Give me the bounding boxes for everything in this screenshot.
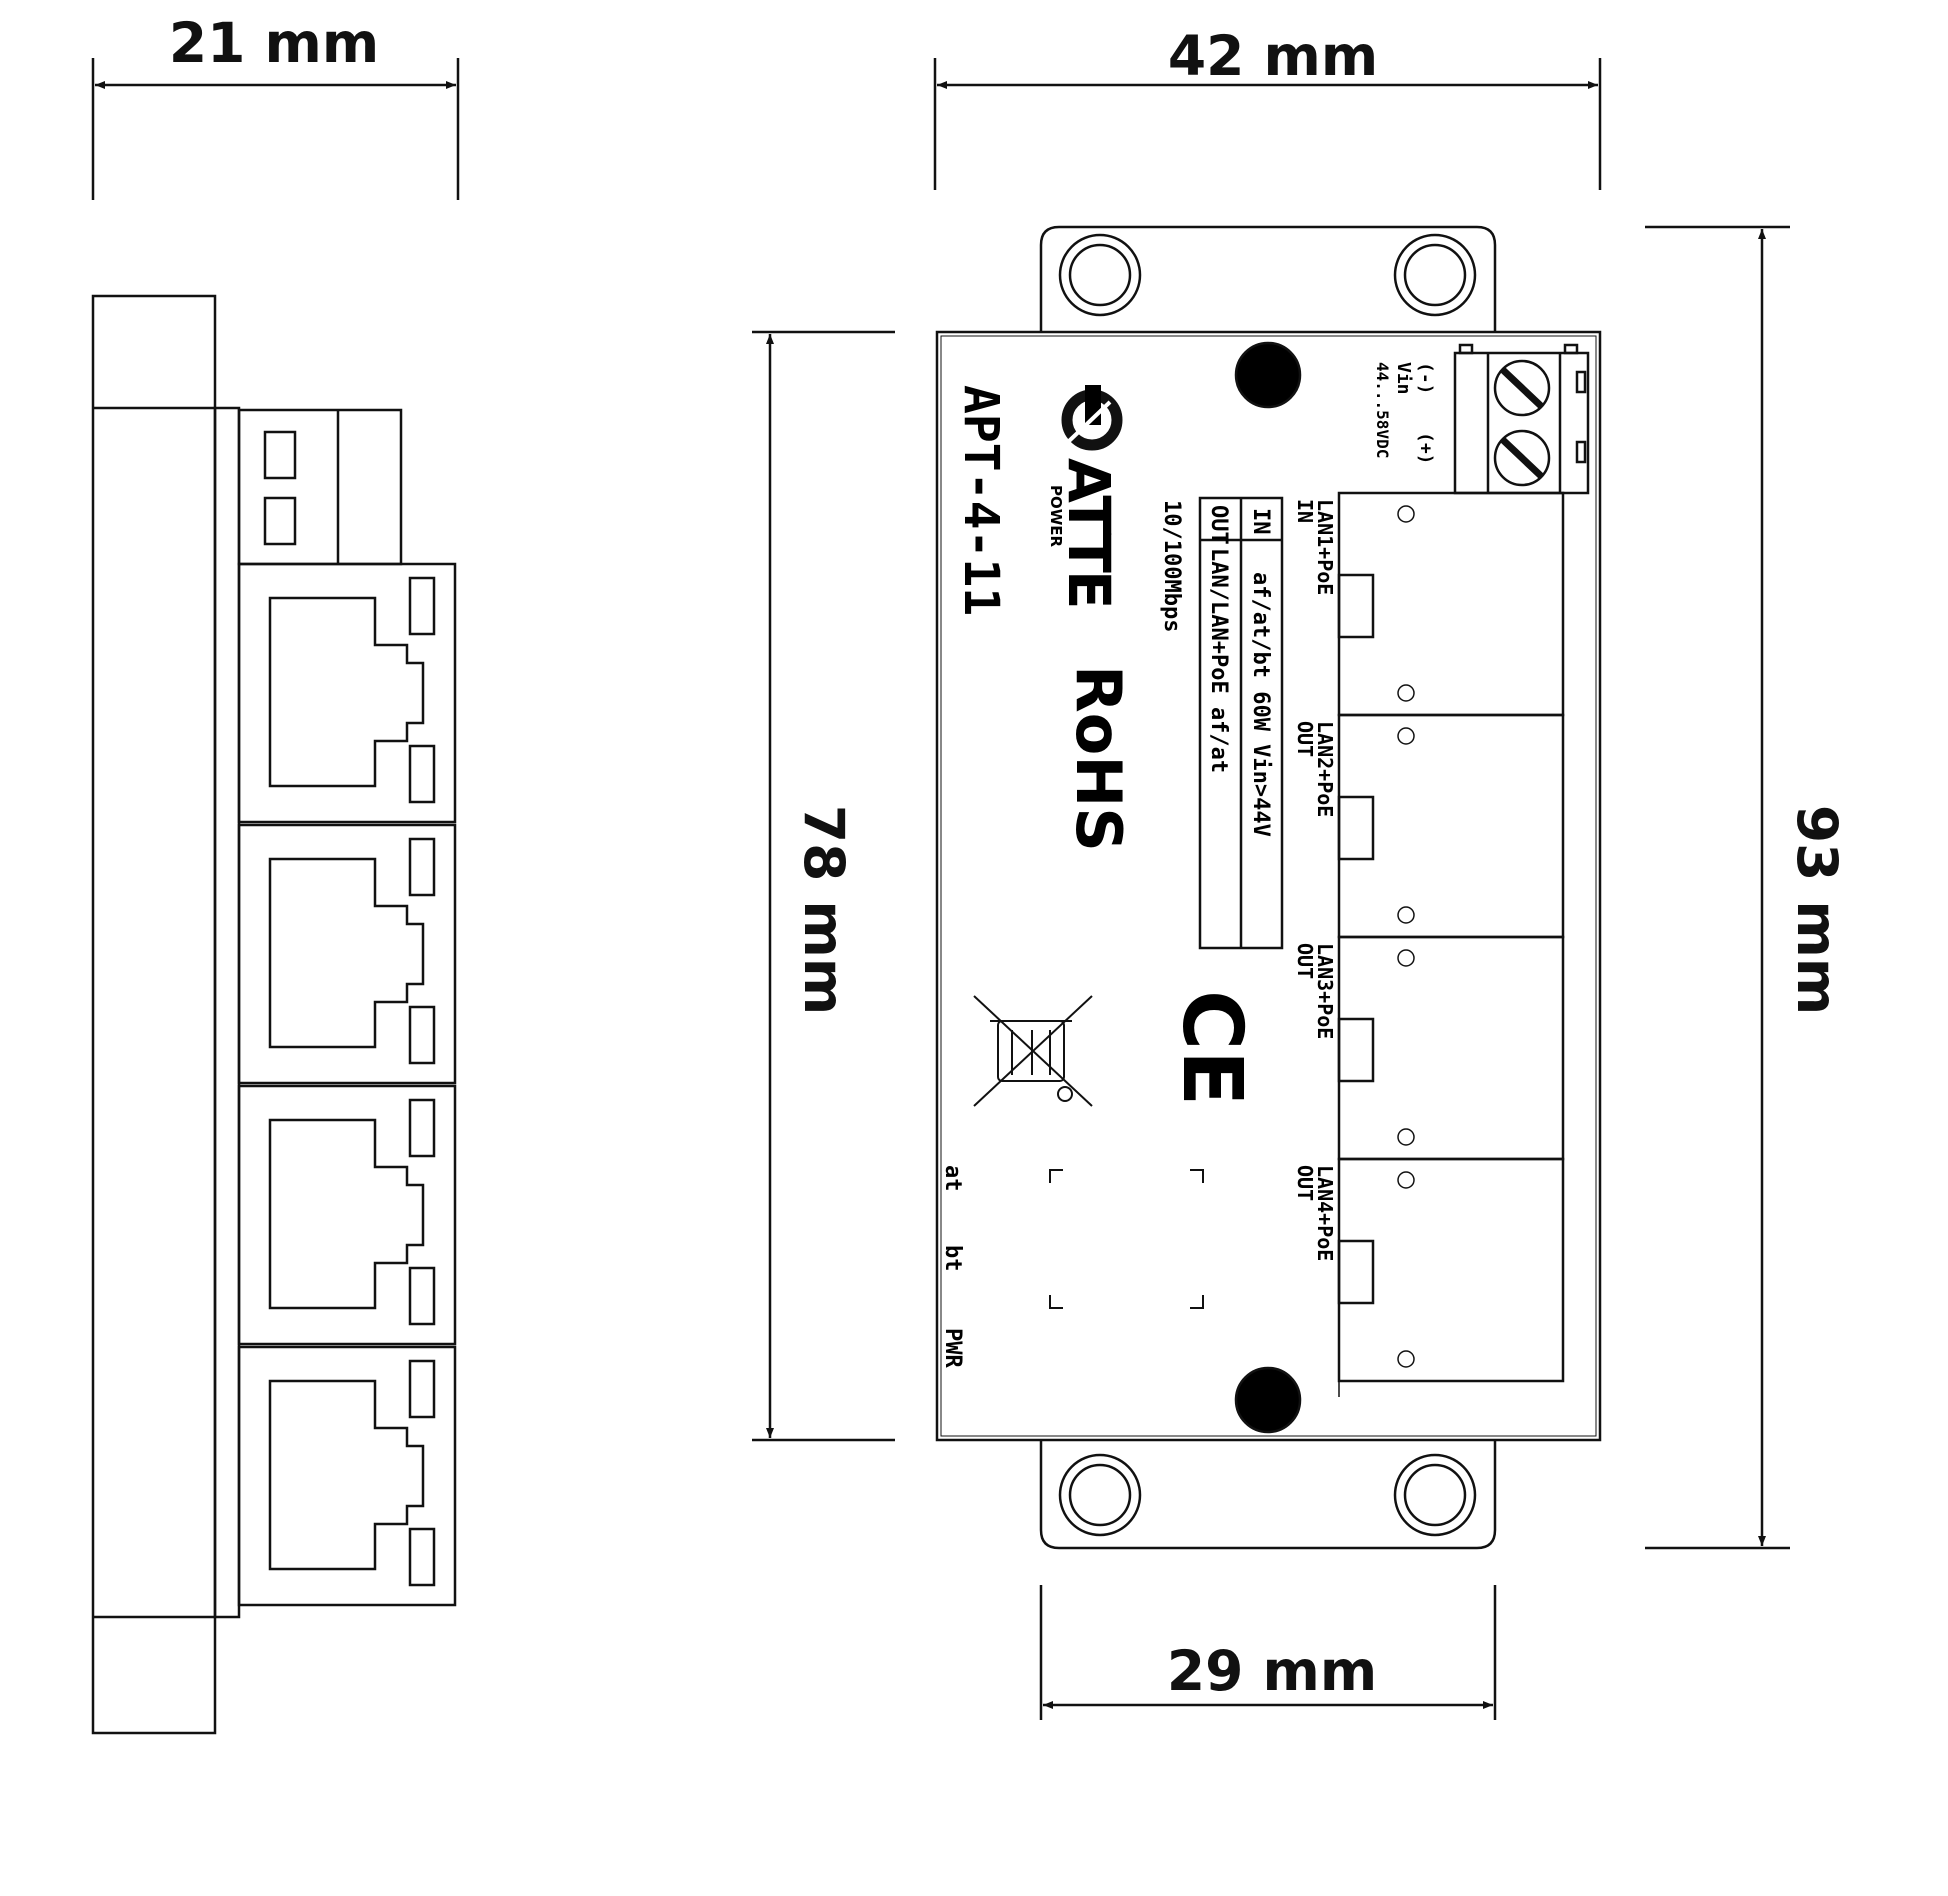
- side-depth-dimension: [91, 58, 460, 200]
- mount-screw-bottom: [1234, 1366, 1302, 1434]
- side-view: [91, 58, 460, 1735]
- mount-hole-top-right: [1393, 233, 1477, 317]
- port-name-4: LAN4+PoE: [1313, 1165, 1337, 1261]
- side-rj45-jacks: [237, 562, 457, 1607]
- spec-row-out-dir: OUT: [1206, 505, 1231, 545]
- port-labels: LAN1+PoEINLAN2+PoEOUTLAN3+PoEOUTLAN4+PoE…: [1293, 499, 1337, 1261]
- brand-logo-text: ATTE: [1055, 458, 1123, 606]
- spec-row-in-desc: af/at/bt 60W Vin>44V: [1248, 572, 1273, 837]
- port-dir-2: OUT: [1293, 721, 1317, 757]
- side-jack: [237, 823, 457, 1085]
- rohs-label: RoHS: [1062, 665, 1135, 852]
- weee-bin-icon: [973, 995, 1093, 1107]
- side-depth-label: 21 mm: [169, 11, 379, 75]
- overall-height-label: 93 mm: [1785, 805, 1849, 1015]
- model-label: APT-4-11: [953, 385, 1009, 616]
- port-dir-3: OUT: [1293, 943, 1317, 979]
- front-view: [935, 225, 1602, 1550]
- port-name-3: LAN3+PoE: [1313, 943, 1337, 1039]
- side-terminal-block: [237, 408, 403, 566]
- led-window: [1049, 1169, 1204, 1309]
- body-width-dimension: [933, 58, 1602, 190]
- led-label-bt: bt: [940, 1245, 965, 1272]
- top-flange: [1039, 225, 1497, 332]
- side-jack: [237, 1345, 457, 1607]
- led-label-pwr: PWR: [940, 1328, 965, 1368]
- ce-mark: CE: [1164, 990, 1259, 1106]
- flange-width-label: 29 mm: [1167, 1639, 1377, 1703]
- flange-width-dimension: [1039, 1585, 1497, 1720]
- body-height-dimension: [752, 330, 895, 1442]
- mount-hole-top-left: [1058, 233, 1142, 317]
- side-jack: [237, 562, 457, 824]
- front-jack-1: [1337, 491, 1565, 731]
- spec-row-out-desc: LAN/LAN+PoE af/at: [1206, 548, 1231, 773]
- speed-label: 10/100Mbps: [1159, 500, 1184, 632]
- power-range-label: 44...58VDC: [1373, 362, 1392, 458]
- front-jack-2: [1337, 713, 1565, 953]
- port-name-1: LAN1+PoE: [1313, 499, 1337, 595]
- port-dir-4: OUT: [1293, 1165, 1317, 1201]
- body-outline: [935, 330, 1602, 1442]
- logo-mark: [1061, 385, 1123, 451]
- front-rj45-jacks: [1337, 491, 1565, 1397]
- body-height-label: 78 mm: [792, 805, 856, 1015]
- side-jack: [237, 1084, 457, 1346]
- terminal-screw-pos: [1493, 429, 1551, 487]
- power-terminal-block: [1453, 343, 1590, 495]
- front-jack-3: [1337, 935, 1565, 1175]
- port-name-2: LAN2+PoE: [1313, 721, 1337, 817]
- front-jack-4: [1337, 1157, 1565, 1397]
- port-dir-1: IN: [1293, 499, 1317, 523]
- body-width-label: 42 mm: [1168, 24, 1378, 88]
- power-neg-label: (-): [1415, 362, 1436, 395]
- side-housing: [91, 294, 217, 1735]
- mount-screw-top: [1234, 341, 1302, 409]
- brand-sub-label: POWER: [1047, 485, 1065, 548]
- side-plate: [213, 406, 241, 1619]
- spec-row-in-dir: IN: [1248, 508, 1273, 535]
- overall-height-dimension: [1645, 225, 1790, 1550]
- terminal-screw-neg: [1493, 359, 1551, 417]
- mount-hole-bottom-left: [1058, 1453, 1142, 1537]
- bottom-flange: [1039, 1440, 1497, 1550]
- spec-table: [1198, 496, 1284, 950]
- power-pos-label: (+): [1415, 432, 1436, 465]
- led-label-at: at: [940, 1165, 965, 1192]
- power-vin-label: Vin: [1393, 362, 1414, 395]
- mount-hole-bottom-right: [1393, 1453, 1477, 1537]
